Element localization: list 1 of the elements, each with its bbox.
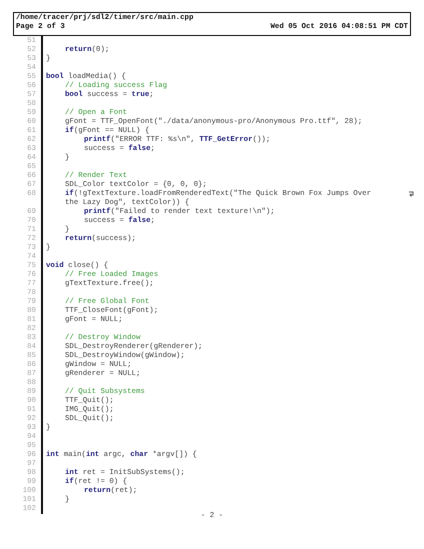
page-header: [13, 12, 411, 36]
